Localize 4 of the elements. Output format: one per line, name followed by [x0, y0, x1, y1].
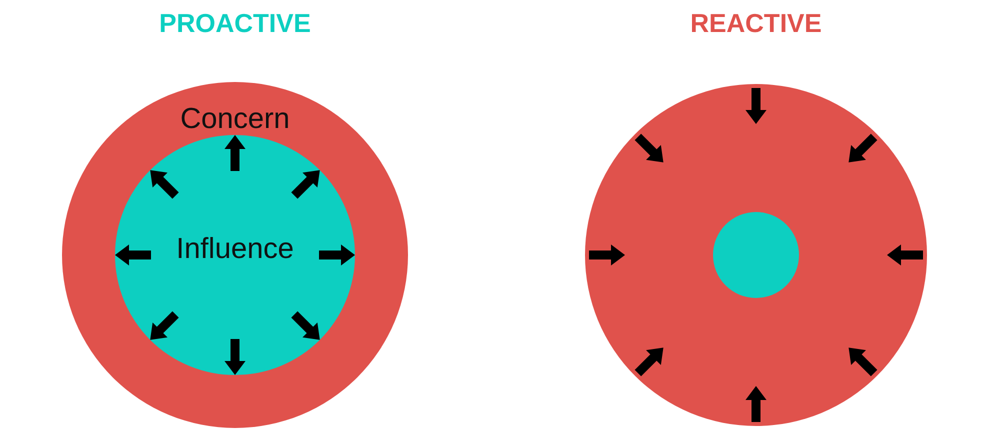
influence-label: Influence: [176, 233, 294, 266]
heading: PROACTIVE: [159, 8, 311, 39]
heading: REACTIVE: [690, 8, 822, 39]
concern-label: Concern: [180, 102, 290, 136]
